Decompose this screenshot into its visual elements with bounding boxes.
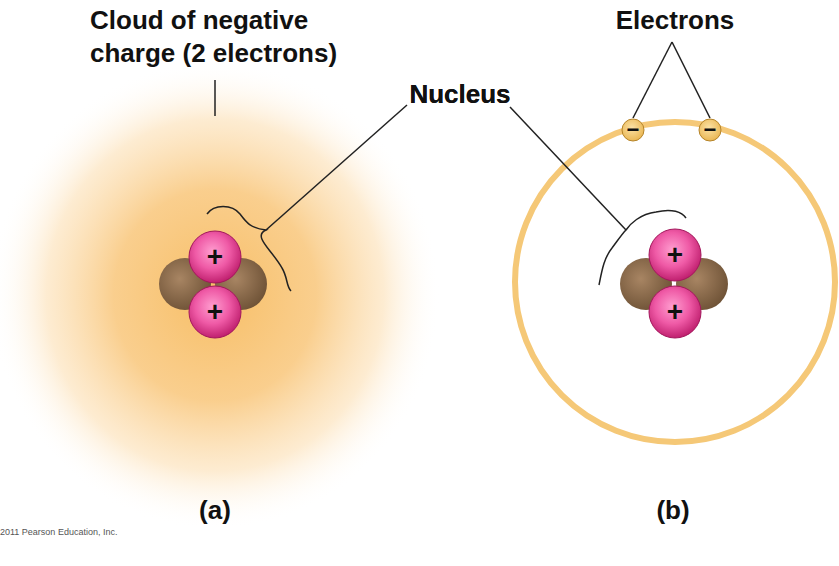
electron-circle	[622, 119, 644, 141]
charge-sign: −	[621, 118, 645, 142]
leader-line	[510, 107, 626, 230]
proton: +	[648, 285, 702, 339]
proton: +	[648, 228, 702, 282]
electron-cloud	[0, 60, 440, 530]
charge-sign: +	[648, 285, 702, 339]
leader-line	[672, 42, 710, 118]
callout-label: Electrons	[560, 4, 790, 37]
proton: +	[188, 285, 242, 339]
electron-orbit	[515, 122, 835, 442]
charge-sign: +	[188, 285, 242, 339]
callout-label: Cloud of negative charge (2 electrons)	[90, 4, 390, 69]
panel-label: (b)	[623, 494, 723, 527]
leader-line	[214, 80, 216, 116]
proton-circle	[649, 286, 701, 338]
proton-circle	[189, 231, 241, 283]
proton: +	[188, 230, 242, 284]
charge-sign: +	[188, 230, 242, 284]
leader-line	[633, 42, 672, 118]
charge-sign: +	[648, 228, 702, 282]
electron: −	[621, 118, 645, 142]
leader-line	[266, 105, 407, 230]
proton-circle	[649, 229, 701, 281]
copyright-note: 2011 Pearson Education, Inc.	[0, 527, 220, 538]
proton-circle	[189, 286, 241, 338]
electron: −	[698, 118, 722, 142]
electron-circle	[699, 119, 721, 141]
charge-sign: −	[698, 118, 722, 142]
panel-label: (a)	[165, 494, 265, 527]
callout-label: Nucleus	[380, 78, 540, 111]
